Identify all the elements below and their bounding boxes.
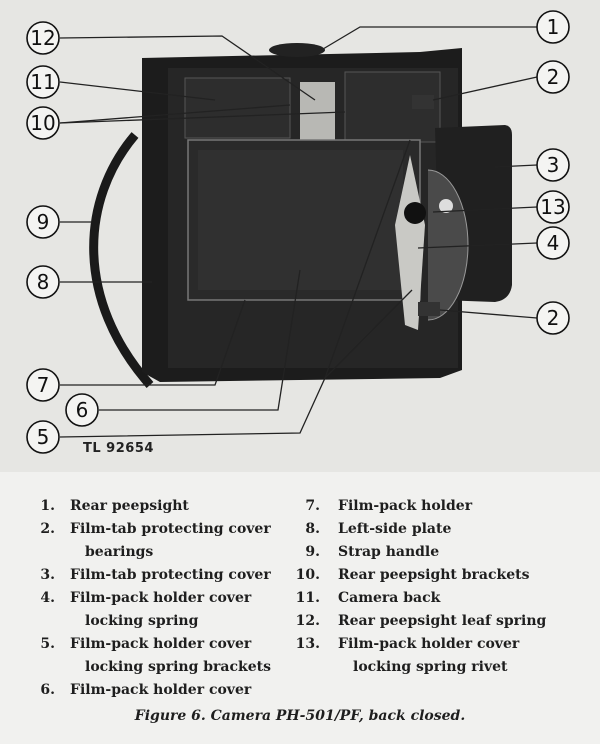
legend-number: 13. <box>295 636 320 652</box>
legend-text: locking spring <box>85 613 199 629</box>
legend-text: Film-tab protecting cover <box>70 521 271 537</box>
callout-label: 6 <box>76 398 89 422</box>
callout-label: 7 <box>37 373 50 397</box>
legend-text: Camera back <box>338 590 441 606</box>
legend-number: 9. <box>305 544 320 560</box>
leader-lines <box>59 26 538 438</box>
camera-photo: 1 12 11 2 10 3 13 4 9 8 2 7 6 5 TL 92654 <box>0 0 600 472</box>
callout-label: 5 <box>37 425 50 449</box>
callout-1 <box>536 10 570 44</box>
callout-4 <box>536 226 570 260</box>
callout-label: 12 <box>30 26 55 50</box>
callout-11 <box>26 65 60 99</box>
legend-text: Rear peepsight leaf spring <box>338 613 547 629</box>
legend-text: locking spring rivet <box>353 659 508 675</box>
callout-2-top <box>536 60 570 94</box>
callout-label: 13 <box>540 195 565 219</box>
callout-3 <box>536 148 570 182</box>
legend-number: 1. <box>40 498 55 514</box>
legend-text: Film-pack holder <box>338 498 473 514</box>
callout-label: 10 <box>30 111 55 135</box>
callout-6 <box>65 393 99 427</box>
callout-label: 11 <box>30 70 55 94</box>
callout-label: 2 <box>547 65 560 89</box>
camera-body <box>142 43 512 382</box>
callout-label: 1 <box>547 15 560 39</box>
figure-caption: Figure 6. Camera PH-501/PF, back closed. <box>134 708 466 724</box>
legend-number: 5. <box>40 636 55 652</box>
callout-label: 9 <box>37 210 50 234</box>
legend-text: Left-side plate <box>338 521 452 537</box>
legend-text: Film-tab protecting cover <box>70 567 271 583</box>
callout-5 <box>26 420 60 454</box>
legend-text: Rear peepsight brackets <box>338 567 530 583</box>
callout-9 <box>26 205 60 239</box>
callout-13 <box>536 190 570 224</box>
legend-text: locking spring brackets <box>85 659 271 675</box>
legend-number: 7. <box>305 498 320 514</box>
legend-number: 8. <box>305 521 320 537</box>
callout-label: 3 <box>547 153 560 177</box>
photo-id: TL 92654 <box>83 441 154 456</box>
callout-2-bottom <box>536 301 570 335</box>
callout-12 <box>26 21 60 55</box>
legend-text: Film-pack holder cover <box>338 636 520 652</box>
callout-8 <box>26 265 60 299</box>
legend-number: 3. <box>40 567 55 583</box>
callout-7 <box>26 368 60 402</box>
legend-text: Film-pack holder cover <box>70 682 252 698</box>
legend-number: 12. <box>295 613 320 629</box>
callout-10 <box>26 106 60 140</box>
legend-text: Film-pack holder cover <box>70 636 252 652</box>
legend-text: Rear peepsight <box>70 498 189 514</box>
legend-number: 6. <box>40 682 55 698</box>
legend-text: Film-pack holder cover <box>70 590 252 606</box>
callout-label: 2 <box>547 306 560 330</box>
legend-number: 2. <box>40 521 55 537</box>
callout-label: 4 <box>547 231 560 255</box>
legend-text: Strap handle <box>338 544 440 560</box>
legend-number: 10. <box>295 567 320 583</box>
strap-handle <box>89 132 154 388</box>
legend-text: bearings <box>85 544 154 560</box>
callout-label: 8 <box>37 270 50 294</box>
legend-number: 11. <box>295 590 320 606</box>
legend-number: 4. <box>40 590 55 606</box>
